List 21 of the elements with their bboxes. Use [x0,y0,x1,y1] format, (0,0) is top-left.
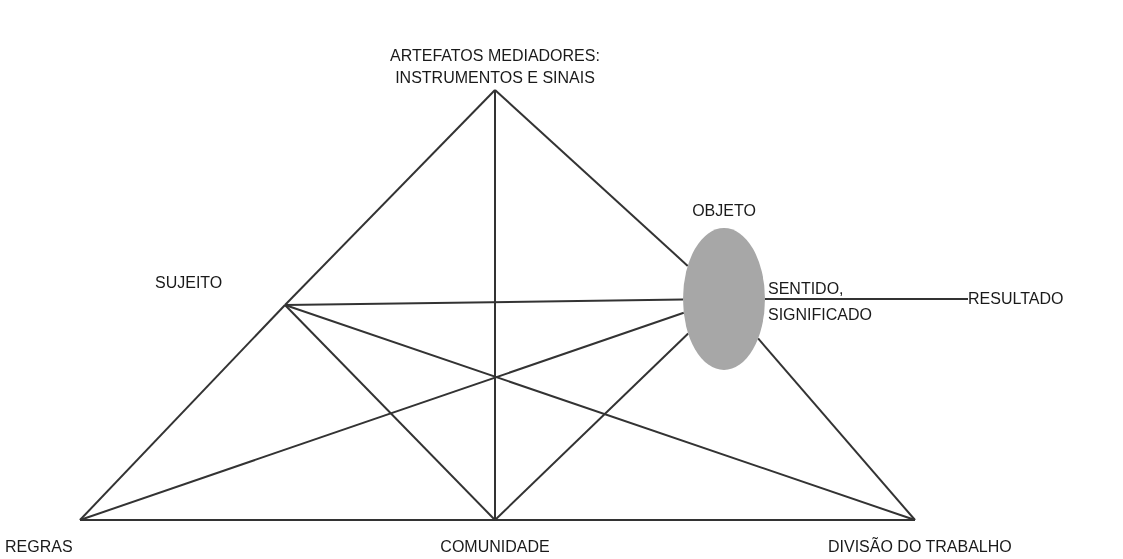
connector-line [284,304,496,521]
node-label: RESULTADO [968,289,1064,309]
connector-line [79,311,685,521]
connector-line [764,298,969,300]
node-label: DIVISÃO DO TRABALHO [828,536,1012,557]
connector-line [757,337,916,521]
node-caption: SENTIDO, SIGNIFICADO [768,279,873,325]
connector-line [284,304,916,521]
node-label: ARTEFATOS MEDIADORES: INSTRUMENTOS E SINAIS [389,46,601,88]
node-label: COMUNIDADE [440,537,550,557]
node-label: OBJETO [692,201,756,221]
connector-line [79,304,286,521]
connector-line [494,332,690,521]
connector-line [79,519,496,521]
node-label: SUJEITO [155,273,223,293]
connector-line [494,89,689,267]
connector-line [494,89,496,521]
connector-line [284,89,496,306]
node-label: REGRAS [5,537,73,557]
connector-line [284,298,684,306]
connector-line [494,519,916,521]
